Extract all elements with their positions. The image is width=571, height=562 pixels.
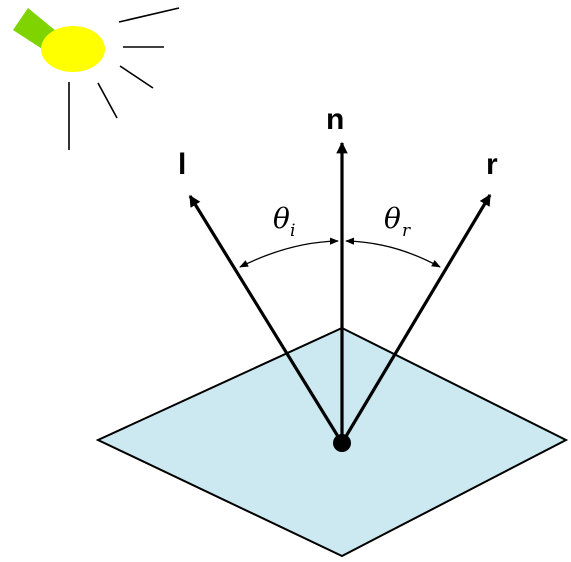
incidence-point bbox=[333, 434, 351, 452]
svg-text:r: r bbox=[402, 221, 411, 241]
reflected-angle-label: θ r bbox=[384, 202, 411, 241]
reflected-angle-arc bbox=[345, 237, 441, 268]
incident-angle-arc bbox=[239, 237, 339, 268]
sun-icon bbox=[13, 7, 180, 150]
sun-rays bbox=[68, 7, 180, 150]
reflecting-surface bbox=[95, 326, 569, 558]
svg-text:θ: θ bbox=[273, 202, 290, 235]
incident-angle-label: θ i bbox=[273, 202, 295, 241]
svg-text:i: i bbox=[290, 221, 295, 241]
light-vector-label: l bbox=[178, 148, 186, 181]
sun-body bbox=[41, 26, 105, 72]
reflected-vector-label: r bbox=[486, 148, 498, 181]
reflected-vector bbox=[340, 194, 492, 444]
svg-text:θ: θ bbox=[384, 202, 401, 235]
light-vector bbox=[188, 195, 344, 444]
normal-vector-label: n bbox=[326, 103, 344, 136]
